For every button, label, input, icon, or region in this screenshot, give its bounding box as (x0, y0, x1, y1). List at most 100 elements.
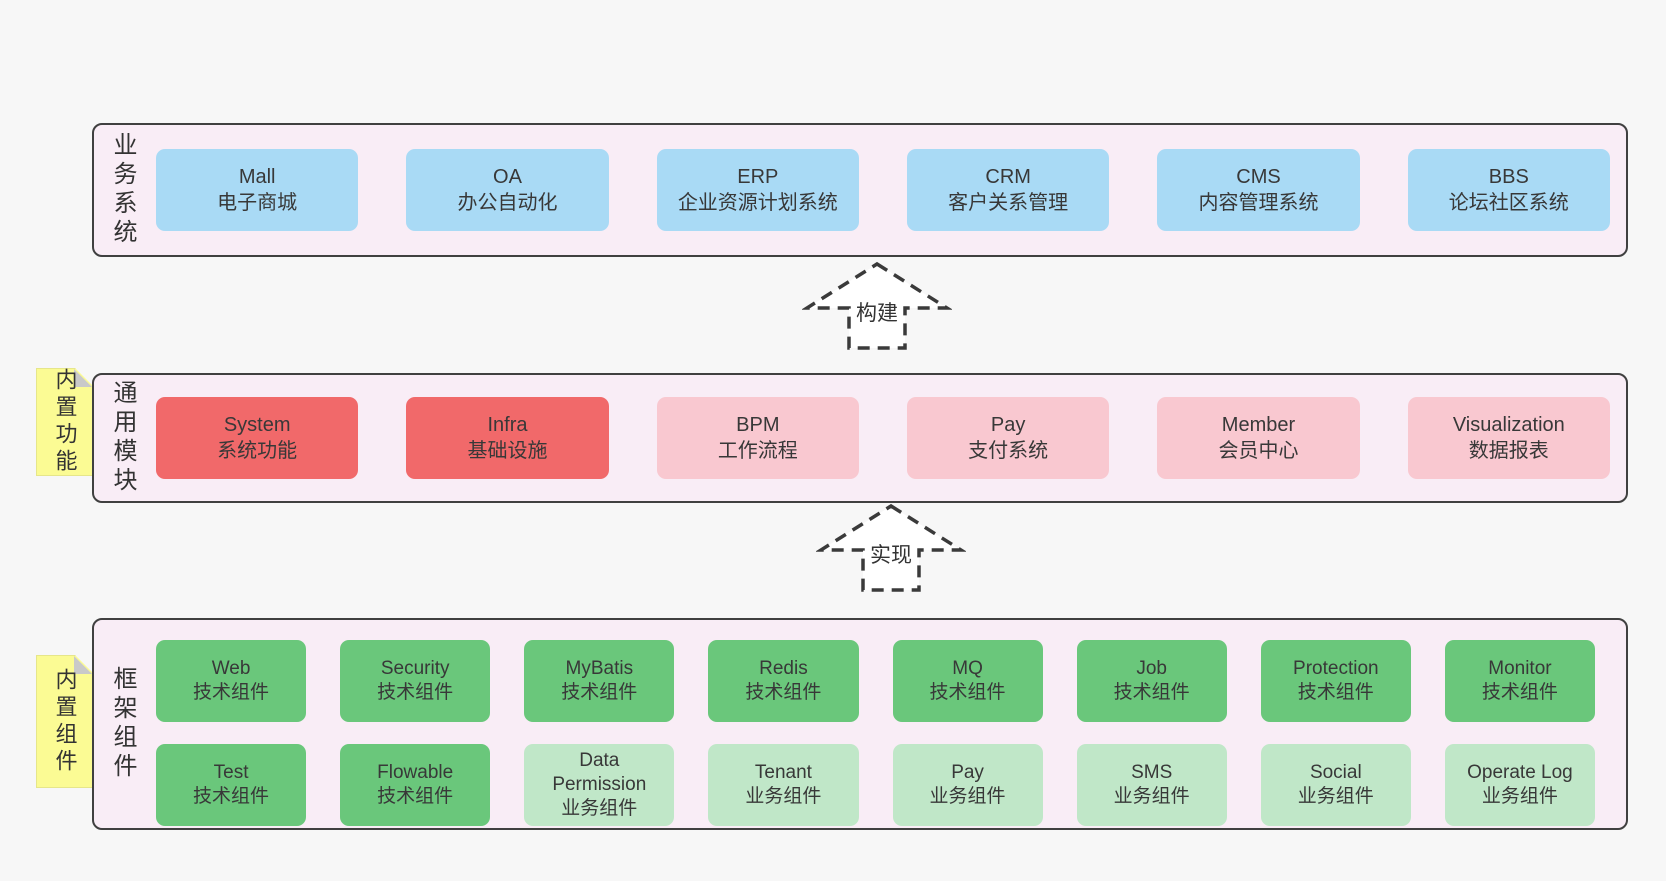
component-row-2: Test 技术组件 Flowable 技术组件 Data Permission … (156, 744, 1595, 826)
sticky-label: 内置组件 (52, 667, 78, 776)
box-crm: CRM 客户关系管理 (906, 149, 1110, 231)
component-grid: Web 技术组件 Security 技术组件 MyBatis 技术组件 Redi… (156, 640, 1595, 826)
box-cms: CMS 内容管理系统 (1157, 149, 1360, 231)
box-title: Infra (487, 414, 528, 436)
box-title: BPM (736, 414, 780, 436)
box-title: CMS (1236, 166, 1281, 188)
box-mall: Mall 电子商城 (156, 149, 359, 231)
box-protection: Protection 技术组件 (1260, 640, 1411, 722)
box-title: Security (380, 658, 450, 680)
box-pay-module: Pay 支付系统 (906, 397, 1110, 479)
box-flowable: Flowable 技术组件 (340, 744, 491, 826)
band-business-systems: 业务系统 Mall 电子商城 OA 办公自动化 ERP 企业资源计划系统 CRM… (92, 123, 1628, 257)
box-subtitle: 论坛社区系统 (1448, 192, 1569, 214)
band-common-modules: 通用模块 System 系统功能 Infra 基础设施 BPM 工作流程 Pay… (92, 373, 1628, 503)
box-title: Pay (990, 414, 1026, 436)
box-row: System 系统功能 Infra 基础设施 BPM 工作流程 Pay 支付系统… (156, 375, 1610, 501)
box-infra: Infra 基础设施 (406, 397, 609, 479)
box-subtitle: 业务组件 (561, 797, 638, 819)
box-title: Data Permission (552, 750, 647, 796)
box-subtitle: 技术组件 (193, 786, 270, 807)
box-subtitle: 业务组件 (1481, 786, 1558, 807)
sticky-note-built-in-components: 内置组件 (36, 655, 93, 788)
box-subtitle: 会员中心 (1218, 440, 1299, 462)
box-mq: MQ 技术组件 (892, 640, 1043, 722)
band-title: 业务系统 (109, 132, 136, 248)
box-subtitle: 技术组件 (929, 682, 1006, 703)
box-title: Tenant (754, 762, 812, 784)
box-title: Protection (1293, 658, 1379, 680)
box-subtitle: 数据报表 (1468, 440, 1549, 462)
arrow-build: 构建 (802, 260, 952, 352)
box-system: System 系统功能 (156, 397, 359, 479)
box-web: Web 技术组件 (156, 640, 307, 722)
box-mybatis: MyBatis 技术组件 (524, 640, 675, 722)
box-title: Pay (951, 762, 984, 784)
box-title: Operate Log (1467, 762, 1573, 784)
box-subtitle: 电子商城 (217, 192, 298, 214)
box-test: Test 技术组件 (156, 744, 307, 826)
box-title: Member (1221, 414, 1296, 436)
box-row: Mall 电子商城 OA 办公自动化 ERP 企业资源计划系统 CRM 客户关系… (156, 125, 1610, 255)
box-operate-log: Operate Log 业务组件 (1444, 744, 1595, 826)
box-subtitle: 客户关系管理 (948, 192, 1069, 214)
box-title: CRM (985, 166, 1031, 188)
box-title: Social (1309, 762, 1362, 784)
box-subtitle: 业务组件 (745, 786, 822, 807)
box-subtitle: 业务组件 (929, 786, 1006, 807)
box-title: BBS (1488, 166, 1529, 188)
box-social: Social 业务组件 (1260, 744, 1411, 826)
box-subtitle: 企业资源计划系统 (677, 192, 838, 214)
box-title: Flowable (377, 762, 454, 784)
box-title: MyBatis (565, 658, 634, 680)
box-title: Test (213, 762, 249, 784)
box-subtitle: 内容管理系统 (1198, 192, 1319, 214)
sticky-note-built-in-functions: 内置功能 (36, 368, 93, 476)
box-subtitle: 系统功能 (217, 440, 298, 462)
box-subtitle: 技术组件 (377, 682, 454, 703)
box-title: Monitor (1488, 658, 1552, 680)
box-tenant: Tenant 业务组件 (708, 744, 859, 826)
box-subtitle: 工作流程 (717, 440, 798, 462)
box-title: Web (211, 658, 251, 680)
box-subtitle: 技术组件 (377, 786, 454, 807)
box-title: ERP (737, 166, 779, 188)
box-security: Security 技术组件 (340, 640, 491, 722)
box-oa: OA 办公自动化 (406, 149, 609, 231)
box-pay-component: Pay 业务组件 (892, 744, 1043, 826)
box-title: System (223, 414, 291, 436)
box-title: Redis (759, 658, 808, 680)
box-title: SMS (1131, 762, 1173, 784)
box-subtitle: 支付系统 (968, 440, 1049, 462)
band-title: 通用模块 (109, 380, 136, 496)
box-title: Job (1136, 658, 1167, 680)
arrow-implement: 实现 (816, 502, 966, 594)
box-title: OA (493, 166, 522, 188)
box-job: Job 技术组件 (1076, 640, 1227, 722)
arrow-label: 实现 (867, 538, 915, 570)
box-erp: ERP 企业资源计划系统 (656, 149, 859, 231)
box-subtitle: 技术组件 (745, 682, 822, 703)
box-subtitle: 技术组件 (193, 682, 270, 703)
box-title: Mall (238, 166, 276, 188)
box-data-permission: Data Permission 业务组件 (524, 744, 675, 826)
box-bpm: BPM 工作流程 (656, 397, 859, 479)
box-title: MQ (952, 658, 983, 680)
box-subtitle: 技术组件 (561, 682, 638, 703)
box-title: Visualization (1452, 414, 1565, 436)
box-subtitle: 业务组件 (1113, 786, 1190, 807)
band-title: 框架组件 (109, 666, 136, 782)
sticky-label: 内置功能 (52, 368, 78, 476)
arrow-label: 构建 (853, 296, 901, 328)
box-subtitle: 基础设施 (467, 440, 548, 462)
band-framework-components: 框架组件 Web 技术组件 Security 技术组件 MyBatis 技术组件… (92, 618, 1628, 830)
box-monitor: Monitor 技术组件 (1444, 640, 1595, 722)
box-subtitle: 技术组件 (1481, 682, 1558, 703)
box-subtitle: 办公自动化 (457, 192, 558, 214)
box-subtitle: 业务组件 (1297, 786, 1374, 807)
box-bbs: BBS 论坛社区系统 (1407, 149, 1610, 231)
box-redis: Redis 技术组件 (708, 640, 859, 722)
box-sms: SMS 业务组件 (1076, 744, 1227, 826)
box-visualization: Visualization 数据报表 (1407, 397, 1610, 479)
